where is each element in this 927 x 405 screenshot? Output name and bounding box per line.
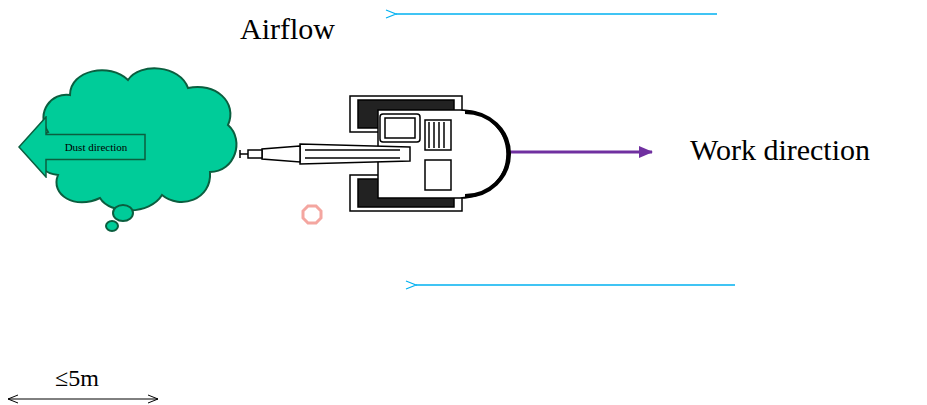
excavator — [240, 96, 509, 211]
work-direction-arrow — [492, 151, 652, 154]
airflow-label: Airflow — [240, 12, 335, 46]
node-text: Dust direction — [65, 141, 128, 153]
marker-symbol — [303, 206, 321, 223]
dust-direction-arrow: Dust direction — [18, 116, 146, 178]
airflow-arrow — [396, 13, 717, 14]
dimension-label: ≤5m — [55, 365, 99, 392]
airflow-arrow — [416, 284, 735, 285]
dimension-arrow — [8, 399, 158, 400]
work-direction-label: Work direction — [690, 133, 870, 167]
